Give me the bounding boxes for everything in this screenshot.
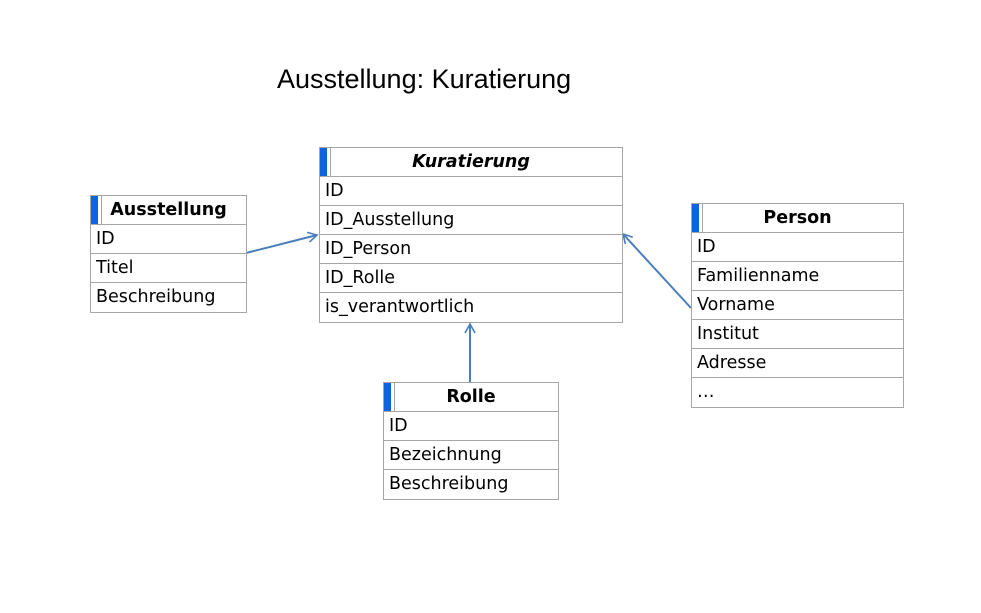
entity-name: Rolle (446, 387, 496, 407)
entity-marker (91, 196, 98, 224)
connector-ausstellung-kuratierung (245, 231, 319, 254)
attribute-institut: Institut (692, 320, 903, 349)
attribute-is-verantwortlich: is_verantwortlich (325, 297, 475, 317)
entity-ausstellung[interactable]: Ausstellung ID Titel Beschreibung (90, 195, 247, 313)
attribute-vorname: Vorname (692, 291, 903, 320)
entity-rolle[interactable]: Rolle ID Bezeichnung Beschreibung (383, 382, 559, 500)
entity-header: Rolle (384, 383, 558, 412)
diagram-title: Ausstellung: Kuratierung (277, 64, 572, 94)
entity-header: Ausstellung (91, 196, 246, 225)
entity-name: Ausstellung (110, 200, 227, 220)
entity-person[interactable]: Person ID Familienname Vorname Institut … (691, 203, 904, 408)
entity-name: Kuratierung (412, 152, 530, 172)
entity-header: Person (692, 204, 903, 233)
entity-name: Person (763, 208, 832, 228)
entity-header: Kuratierung (320, 148, 622, 177)
entity-marker (320, 148, 327, 176)
attribute-titel: Titel (91, 254, 246, 283)
attribute-id: ID (692, 233, 903, 262)
attribute-id-rolle: ID_Rolle (320, 264, 622, 293)
connector-person-kuratierung (621, 232, 692, 309)
attribute-id: ID (320, 177, 622, 206)
attribute-id: ID (91, 225, 246, 254)
attribute-adresse: Adresse (692, 349, 903, 378)
attribute-ellipsis: … (697, 382, 715, 402)
attribute-id: ID (384, 412, 558, 441)
entity-kuratierung[interactable]: Kuratierung ID ID_Ausstellung ID_Person … (319, 147, 623, 323)
attribute-beschreibung: Beschreibung (96, 287, 216, 307)
attribute-id-ausstellung: ID_Ausstellung (320, 206, 622, 235)
entity-marker (384, 383, 391, 411)
attribute-beschreibung: Beschreibung (389, 474, 509, 494)
attribute-bezeichnung: Bezeichnung (384, 441, 558, 470)
entity-marker (692, 204, 699, 232)
attribute-id-person: ID_Person (320, 235, 622, 264)
attribute-familienname: Familienname (692, 262, 903, 291)
